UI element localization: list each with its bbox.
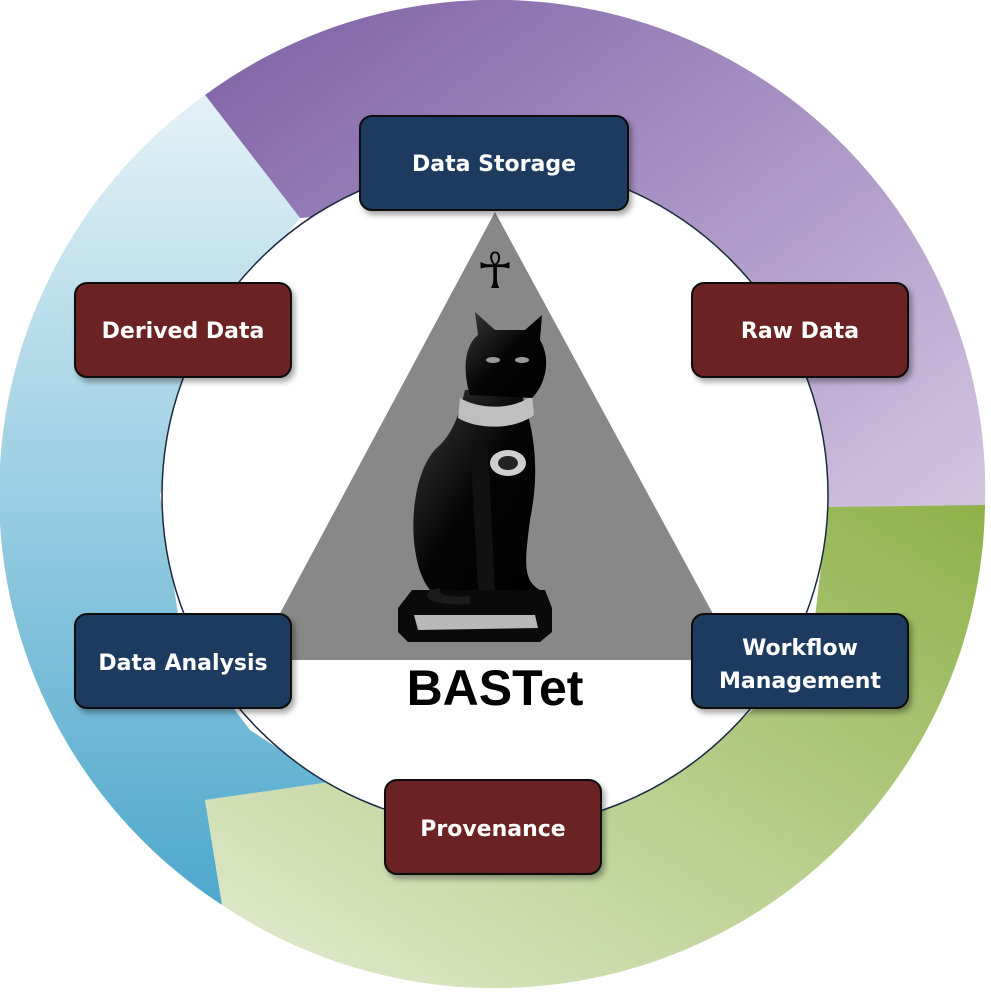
box-data-analysis: Data Analysis (74, 613, 292, 709)
box-label: Raw Data (741, 319, 859, 344)
box-label-line-1: Workflow (742, 636, 858, 661)
bastet-cat-statue-icon (398, 312, 552, 642)
ankh-icon: ☥ (476, 242, 513, 300)
box-label: Data Analysis (98, 651, 267, 676)
box-raw-data: Raw Data (691, 282, 909, 378)
box-workflow-management: Workflow Management (691, 613, 909, 709)
box-derived-data: Derived Data (74, 282, 292, 378)
box-label-line-2: Management (719, 669, 881, 694)
box-label: Provenance (420, 817, 565, 842)
bastet-logo-text: BASTet (407, 660, 584, 716)
box-label: Data Storage (412, 152, 576, 177)
box-data-storage: Data Storage (359, 115, 629, 211)
box-label: Derived Data (102, 319, 265, 344)
box-provenance: Provenance (384, 779, 602, 875)
